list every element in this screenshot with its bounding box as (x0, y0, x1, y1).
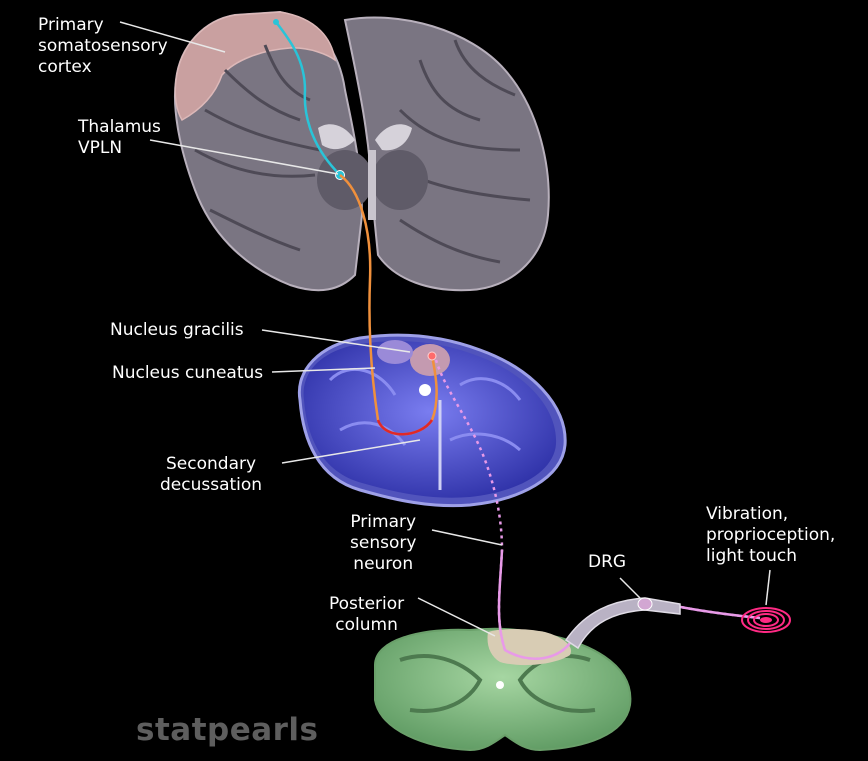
leader-cuneatus (271, 367, 376, 373)
leader-gracilis (261, 329, 411, 353)
label-drg: DRG (588, 552, 627, 572)
label-primary-somatosensory-cortex: Primary somatosensory cortex (38, 15, 168, 77)
label-primary-sensory-neuron: Primary sensory neuron (350, 512, 417, 574)
right-lateral-ventricle (375, 124, 412, 151)
label-posterior-column: Posterior column (329, 594, 405, 635)
somatosensory-cortex-highlight (174, 11, 337, 122)
spinal-cord-section (374, 627, 632, 752)
third-order-neuron-terminal (273, 19, 279, 25)
decussating-fibers (376, 419, 434, 436)
third-ventricle (368, 150, 376, 220)
leader-thalamus (149, 139, 339, 175)
leader-primary-neuron (431, 529, 503, 546)
drg-cell-body (637, 597, 653, 611)
left-lateral-ventricle (318, 124, 355, 150)
leader-cortex (119, 21, 226, 53)
right-sulci (398, 39, 531, 264)
leader-posterior-column (417, 597, 496, 637)
label-thalamus-vpln: Thalamus VPLN (78, 117, 161, 158)
dorsal-root (564, 597, 681, 650)
second-order-neuron (339, 174, 438, 436)
leader-lines (119, 21, 771, 637)
spinal-central-canal (496, 681, 504, 689)
gracile-nucleus-synapse (427, 351, 437, 361)
third-order-neuron (275, 21, 341, 176)
leader-decussation (281, 439, 421, 464)
sensory-receptor (741, 607, 791, 633)
leader-drg (619, 577, 641, 599)
brain-coronal-section (173, 10, 550, 292)
medulla-nuclei-texture (328, 367, 522, 452)
left-sulci (194, 44, 321, 252)
right-thalamus (372, 150, 428, 210)
label-secondary-decussation: Secondary decussation (160, 454, 263, 495)
nucleus-cuneatus-region (377, 340, 413, 364)
label-nucleus-cuneatus: Nucleus cuneatus (112, 363, 264, 383)
statpearls-watermark: statpearls (136, 712, 319, 748)
leader-stimulus (765, 569, 771, 606)
label-stimulus-modalities: Vibration, proprioception, light touch (706, 504, 836, 566)
label-nucleus-gracilis: Nucleus gracilis (110, 320, 244, 340)
central-canal (419, 384, 431, 396)
